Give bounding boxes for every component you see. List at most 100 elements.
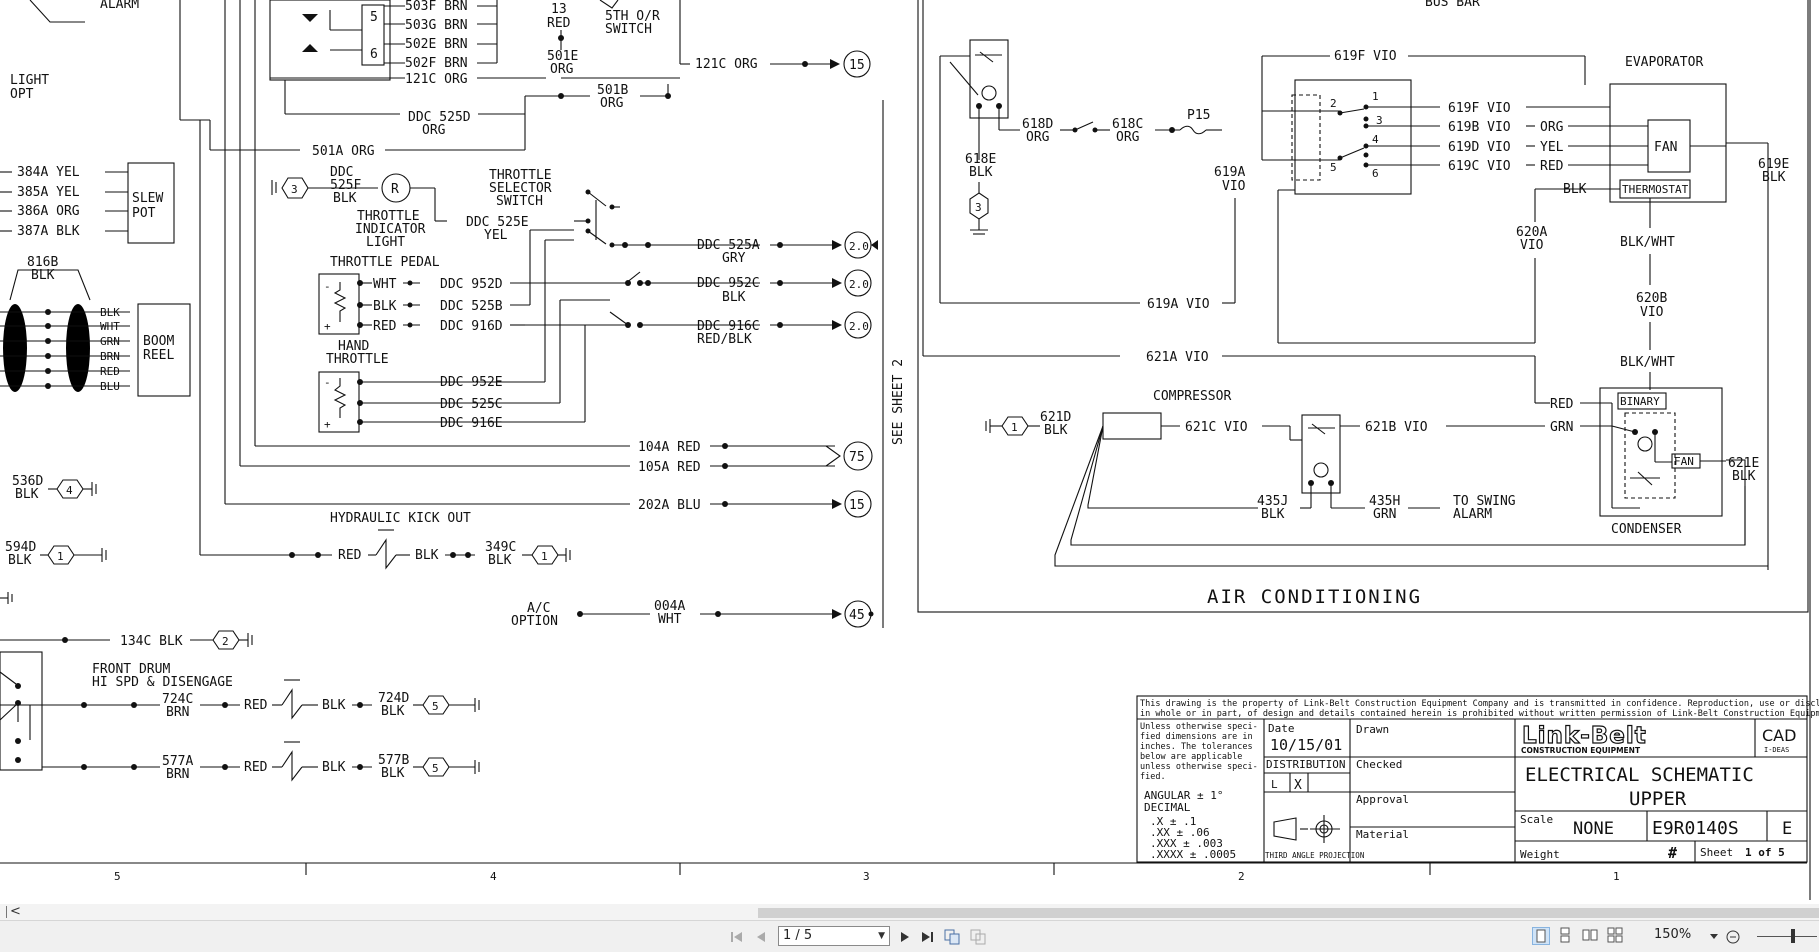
- scrollbar-thumb[interactable]: [758, 908, 1819, 918]
- svg-text:Date: Date: [1268, 722, 1295, 735]
- svg-text:FRONT DRUM: FRONT DRUM: [92, 662, 170, 677]
- part-number: E9R0140S: [1652, 818, 1739, 839]
- svg-text:2: 2: [222, 635, 229, 648]
- svg-text:RED: RED: [1540, 159, 1564, 174]
- continuous-facing-view-button[interactable]: [1607, 927, 1625, 945]
- svg-text:YEL: YEL: [1540, 140, 1564, 155]
- svg-text:15: 15: [849, 58, 865, 73]
- svg-text:620A: 620A: [1516, 225, 1547, 240]
- svg-text:HAND: HAND: [338, 339, 369, 354]
- svg-text:TO SWING: TO SWING: [1453, 494, 1516, 509]
- horizontal-scrollbar[interactable]: <: [0, 904, 1819, 920]
- svg-text:1: 1: [1011, 421, 1018, 434]
- svg-text:BLK: BLK: [1732, 469, 1756, 484]
- svg-text:BLK/WHT: BLK/WHT: [1620, 355, 1675, 370]
- svg-text:816B: 816B: [27, 255, 58, 270]
- zoom-slider-handle[interactable]: [1791, 929, 1795, 943]
- copy-page-button[interactable]: [942, 927, 962, 946]
- svg-text:+: +: [324, 320, 331, 333]
- svg-text:004A: 004A: [654, 599, 685, 614]
- svg-text:DDC: DDC: [330, 165, 353, 180]
- svg-text:501A ORG: 501A ORG: [312, 144, 375, 159]
- svg-text:VIO: VIO: [1640, 305, 1664, 320]
- svg-text:CONSTRUCTION EQUIPMENT: CONSTRUCTION EQUIPMENT: [1521, 746, 1641, 755]
- zoom-out-button[interactable]: [1724, 927, 1742, 946]
- scroll-left-icon[interactable]: <: [10, 904, 21, 919]
- svg-text:THROTTLE: THROTTLE: [357, 209, 420, 224]
- svg-text:2.0: 2.0: [849, 320, 869, 333]
- svg-text:BLU: BLU: [100, 380, 120, 393]
- svg-text:COMPRESSOR: COMPRESSOR: [1153, 389, 1231, 404]
- svg-text:fied dimensions are in: fied dimensions are in: [1140, 732, 1253, 742]
- drawing-subtitle: UPPER: [1629, 788, 1687, 810]
- air-conditioning-schematic: BUS BAR 618E BLK 3 618D ORG 618C ORG P15: [917, 0, 1809, 613]
- next-page-button[interactable]: [896, 927, 914, 946]
- svg-text:577A: 577A: [162, 754, 193, 769]
- paste-page-button[interactable]: [968, 927, 988, 946]
- svg-text:FAN: FAN: [1674, 455, 1694, 468]
- svg-text:4: 4: [66, 484, 73, 497]
- single-page-view-button[interactable]: [1532, 927, 1550, 945]
- svg-text:ANGULAR ± 1°: ANGULAR ± 1°: [1144, 789, 1223, 802]
- continuous-view-button[interactable]: [1557, 927, 1575, 945]
- svg-text:5: 5: [432, 762, 439, 775]
- svg-text:502F BRN: 502F BRN: [405, 56, 468, 71]
- svg-text:2: 2: [1330, 97, 1337, 110]
- svg-text:E: E: [1782, 819, 1792, 839]
- svg-text:621D: 621D: [1040, 410, 1071, 425]
- svg-text:DDC 952D: DDC 952D: [440, 277, 503, 292]
- svg-text:THROTTLE: THROTTLE: [326, 352, 389, 367]
- label-opt: OPT: [10, 87, 34, 102]
- svg-text:ORG: ORG: [1116, 130, 1140, 145]
- svg-text:BLK: BLK: [381, 704, 405, 719]
- svg-text:RED: RED: [338, 548, 362, 563]
- zoom-level[interactable]: 150%: [1654, 927, 1692, 942]
- page-number-field[interactable]: 1 / 5 ▼: [778, 926, 890, 946]
- svg-text:.XX ± .06: .XX ± .06: [1150, 826, 1210, 839]
- previous-page-button[interactable]: [752, 927, 770, 946]
- svg-text:DECIMAL: DECIMAL: [1144, 801, 1191, 814]
- svg-text:618D: 618D: [1022, 117, 1053, 132]
- svg-text:620B: 620B: [1636, 291, 1667, 306]
- left-schematic: ALARM LIGHT OPT 5 6 503F BRN 503G BRN 50…: [0, 0, 906, 782]
- svg-text:DDC 525E: DDC 525E: [466, 215, 529, 230]
- svg-text:387A BLK: 387A BLK: [17, 224, 80, 239]
- svg-text:105A RED: 105A RED: [638, 460, 701, 475]
- svg-text:BLK: BLK: [322, 698, 346, 713]
- svg-text:2.0: 2.0: [849, 240, 869, 253]
- svg-text:502E BRN: 502E BRN: [405, 37, 468, 52]
- svg-text:GRN: GRN: [1550, 420, 1573, 435]
- svg-text:577B: 577B: [378, 753, 409, 768]
- last-page-button[interactable]: [918, 927, 936, 946]
- facing-view-button[interactable]: [1582, 927, 1600, 945]
- chevron-down-icon: [1710, 933, 1718, 939]
- svg-text:BLK: BLK: [488, 553, 512, 568]
- svg-text:BINARY: BINARY: [1620, 395, 1660, 408]
- svg-text:DDC 916E: DDC 916E: [440, 416, 503, 431]
- svg-text:DDC 525D: DDC 525D: [408, 110, 471, 125]
- svg-text:GRN: GRN: [1373, 507, 1396, 522]
- svg-text:EVAPORATOR: EVAPORATOR: [1625, 55, 1703, 70]
- svg-text:Scale: Scale: [1520, 813, 1553, 826]
- first-page-button[interactable]: [728, 927, 746, 946]
- svg-text:Drawn: Drawn: [1356, 723, 1389, 736]
- label-alarm: ALARM: [100, 0, 139, 12]
- svg-text:BLK: BLK: [31, 268, 55, 283]
- zoom-out-icon: [1726, 930, 1740, 943]
- svg-text:621A VIO: 621A VIO: [1146, 350, 1209, 365]
- svg-text:BLK: BLK: [1563, 182, 1587, 197]
- svg-text:Checked: Checked: [1356, 758, 1402, 771]
- page-dropdown-icon[interactable]: ▼: [878, 931, 885, 941]
- svg-text:HI SPD & DISENGAGE: HI SPD & DISENGAGE: [92, 675, 233, 690]
- continuous-page-icon: [1560, 927, 1570, 943]
- svg-text:619A: 619A: [1214, 165, 1245, 180]
- svg-text:R: R: [391, 182, 399, 197]
- zoom-dropdown-button[interactable]: [1707, 927, 1721, 946]
- svg-text:I-DEAS: I-DEAS: [1764, 746, 1789, 754]
- svg-text:L: L: [1271, 778, 1278, 791]
- svg-text:BLK: BLK: [1044, 423, 1068, 438]
- svg-text:ORG: ORG: [422, 123, 446, 138]
- document-canvas[interactable]: ALARM LIGHT OPT 5 6 503F BRN 503G BRN 50…: [0, 0, 1819, 900]
- viewer-toolbar: 1 / 5 ▼ 150%: [0, 920, 1819, 952]
- zoom-slider-track[interactable]: [1757, 936, 1817, 937]
